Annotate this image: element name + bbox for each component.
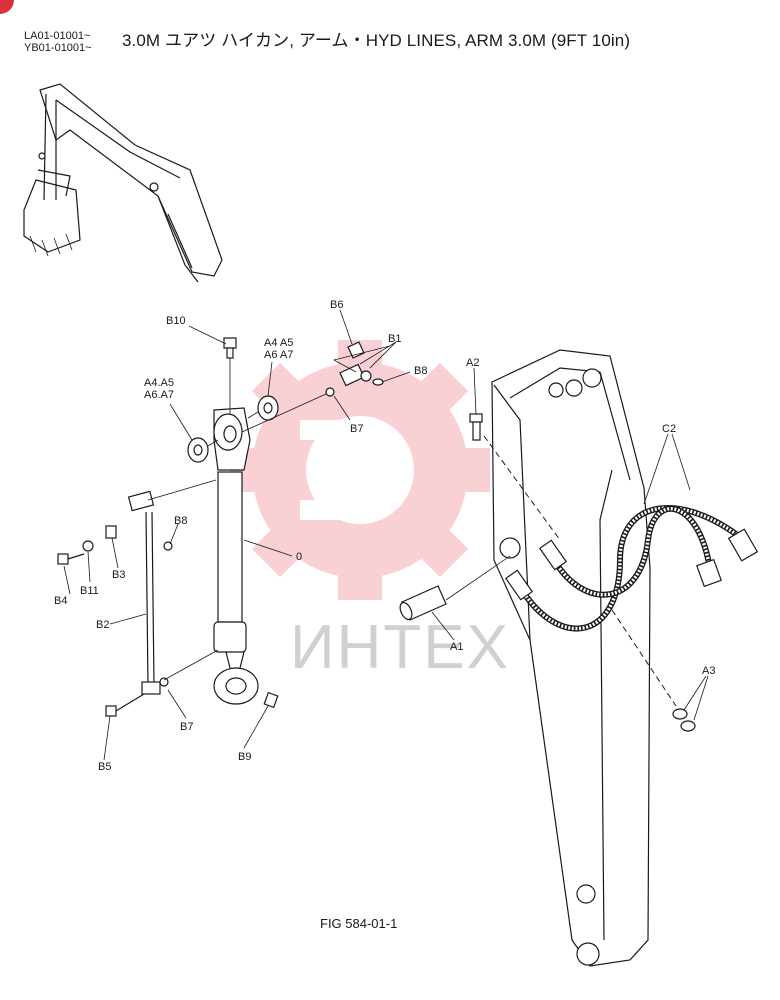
- label-b6: B6: [330, 299, 343, 311]
- bolt-a2: [469, 413, 483, 441]
- figure-caption: FIG 584-01-1: [320, 916, 398, 931]
- label-a1: A1: [450, 641, 463, 653]
- label-a45-left-2: A6.A7: [144, 389, 174, 401]
- label-b5: B5: [98, 761, 111, 773]
- label-b9: B9: [238, 751, 251, 763]
- arm-cylinder: [213, 407, 259, 705]
- nuts-a3: [672, 708, 696, 732]
- serial-range-1: LA01-01001~: [24, 30, 91, 42]
- arm-assembly: [491, 349, 651, 967]
- serial-range-2: YB01-01001~: [24, 42, 92, 54]
- label-b11: B11: [80, 585, 99, 597]
- hydraulic-hoses-c2: [504, 505, 759, 632]
- watermark-gear-icon: [230, 340, 490, 600]
- label-c2: C2: [662, 423, 676, 435]
- label-a4a5-right-2: A6 A7: [264, 349, 293, 361]
- page-title: 3.0M ユアツ ハイカン, アーム・HYD LINES, ARM 3.0M (…: [122, 31, 631, 50]
- label-b4: B4: [54, 595, 67, 607]
- label-b7-top: B7: [350, 423, 363, 435]
- label-a4a5-right-1: A4 A5: [264, 337, 293, 349]
- label-b1: B1: [388, 333, 401, 345]
- label-b2: B2: [96, 619, 109, 631]
- label-b8-left: B8: [174, 515, 187, 527]
- bolt-b10: [223, 337, 237, 414]
- label-b10: B10: [166, 315, 186, 327]
- label-b8-top: B8: [414, 365, 427, 377]
- label-a2: A2: [466, 357, 479, 369]
- pipe-b2: [57, 479, 279, 717]
- pin-a1: [399, 555, 511, 621]
- excavator-overview: [23, 83, 223, 283]
- label-b3: B3: [112, 569, 125, 581]
- fitting-b6-b1: [241, 341, 384, 433]
- label-b7-bottom: B7: [180, 721, 193, 733]
- label-a45-left-1: A4.A5: [144, 377, 174, 389]
- label-a3: A3: [702, 665, 715, 677]
- label-part-0: 0: [296, 551, 302, 563]
- watermark-text: ИНТЕХ: [290, 613, 510, 682]
